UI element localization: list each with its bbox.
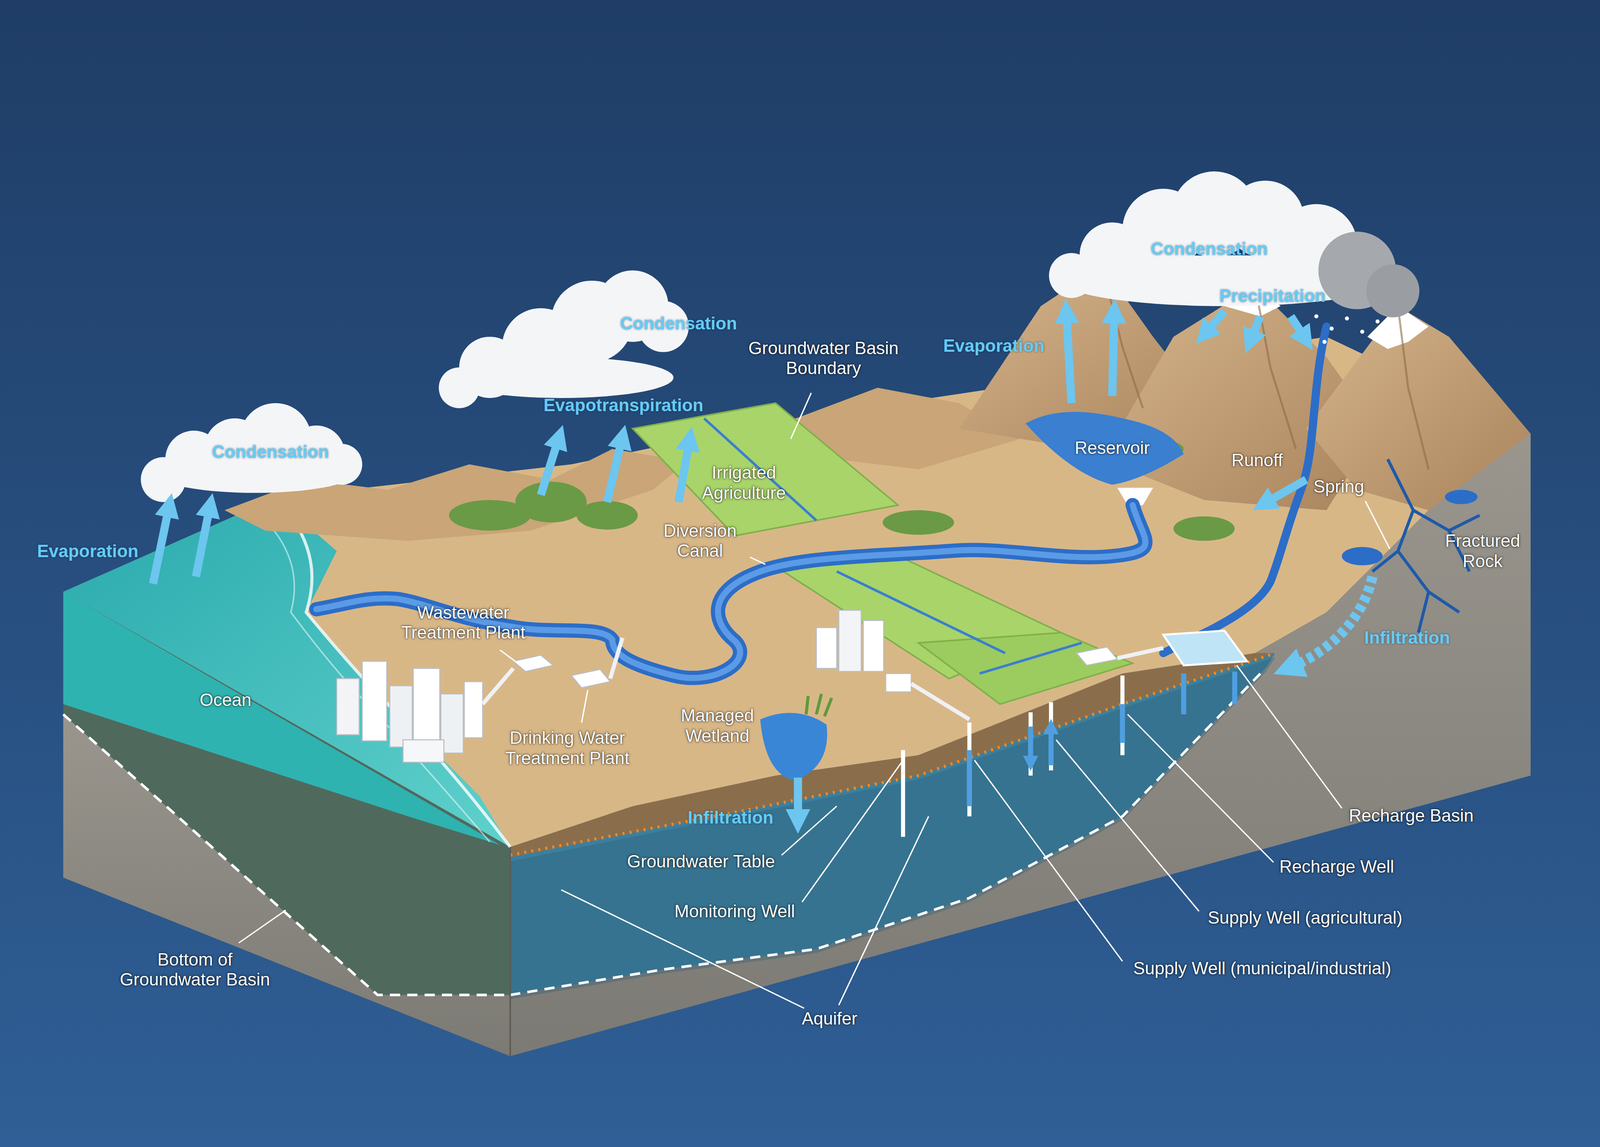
- callout-label: Irrigated Agriculture: [690, 462, 798, 503]
- process-label: Condensation: [1150, 238, 1268, 260]
- clouds: [140, 171, 1420, 502]
- process-label: Infiltration: [1364, 627, 1451, 648]
- callout-label: Runoff: [1231, 450, 1284, 471]
- callout-label: Diversion Canal: [646, 520, 754, 561]
- callout-label: Fractured Rock: [1434, 530, 1532, 571]
- process-label: Evaporation: [37, 541, 139, 562]
- process-label: Infiltration: [687, 807, 774, 828]
- callout-label: Reservoir: [1074, 437, 1150, 459]
- callout-label: Monitoring Well: [674, 901, 795, 922]
- callout-label: Recharge Well: [1279, 856, 1395, 877]
- process-label: Condensation: [212, 441, 329, 463]
- callout-label: Supply Well (agricultural): [1207, 907, 1403, 928]
- callout-label: Recharge Basin: [1348, 805, 1474, 826]
- process-label: Evaporation: [943, 335, 1045, 357]
- callout-label: Aquifer: [801, 1008, 858, 1029]
- mountains: [224, 265, 1531, 541]
- callout-label: Groundwater Basin Boundary: [734, 338, 913, 379]
- callout-label: Spring: [1313, 476, 1364, 497]
- process-label: Precipitation: [1219, 285, 1326, 307]
- process-label: Condensation: [619, 313, 737, 334]
- callout-label: Ocean: [199, 689, 252, 711]
- callout-label: Bottom of Groundwater Basin: [105, 949, 285, 990]
- process-label: Evapotranspiration: [543, 395, 704, 416]
- callout-label: Managed Wetland: [669, 705, 766, 746]
- callout-label: Wastewater Treatment Plant: [389, 602, 538, 643]
- surface-water: [316, 326, 1478, 781]
- process-arrows: [153, 310, 1373, 821]
- callout-label: Drinking Water Treatment Plant: [493, 727, 642, 768]
- callout-label: Groundwater Table: [627, 851, 776, 872]
- callout-label: Supply Well (municipal/industrial): [1133, 958, 1392, 979]
